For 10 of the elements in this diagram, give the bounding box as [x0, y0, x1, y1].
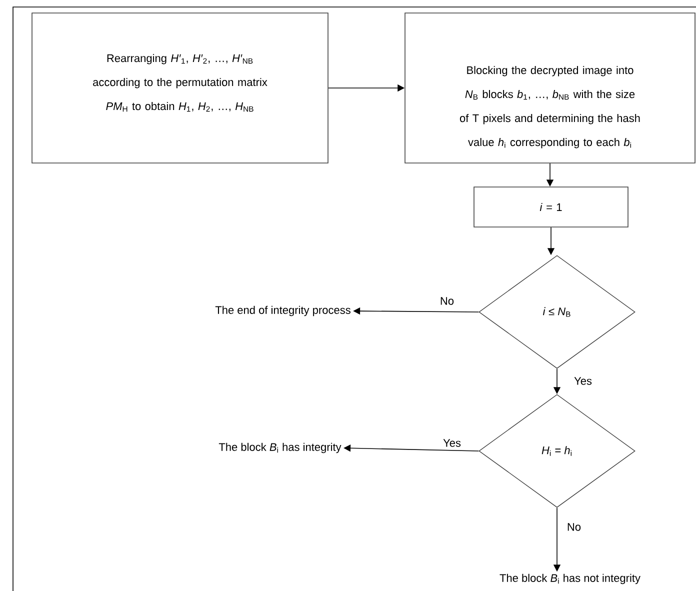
edge-label: Yes [573, 376, 593, 386]
outcome-text: The block B$_{i}$ has not integrity [500, 574, 640, 584]
process-box: i = 1 [474, 186, 628, 228]
edge-label: No [438, 296, 456, 306]
outcome-text: The block B$_{i}$ has integrity [218, 442, 342, 454]
process-box: Rearranging H′$_{1}$, H′$_{2}$, …, H′$_{NB}$ according to the permutation matrix PM$_{H}$ to obtain H$_{1}$, H$_{2}$, …, H$_{NB}$ [32, 12, 328, 164]
process-box: Blocking the decrypted image into N$_{B}$ blocks b$_{1}$, …, b$_{NB}$ with the size of T pixels and determining the hash value h$_{i}$ corresponding to each b$_{i}$ [404, 12, 696, 164]
outcome-text: The end of integrity process [215, 306, 350, 316]
edge-label: Yes [442, 438, 462, 448]
edge-label: No [566, 522, 582, 532]
